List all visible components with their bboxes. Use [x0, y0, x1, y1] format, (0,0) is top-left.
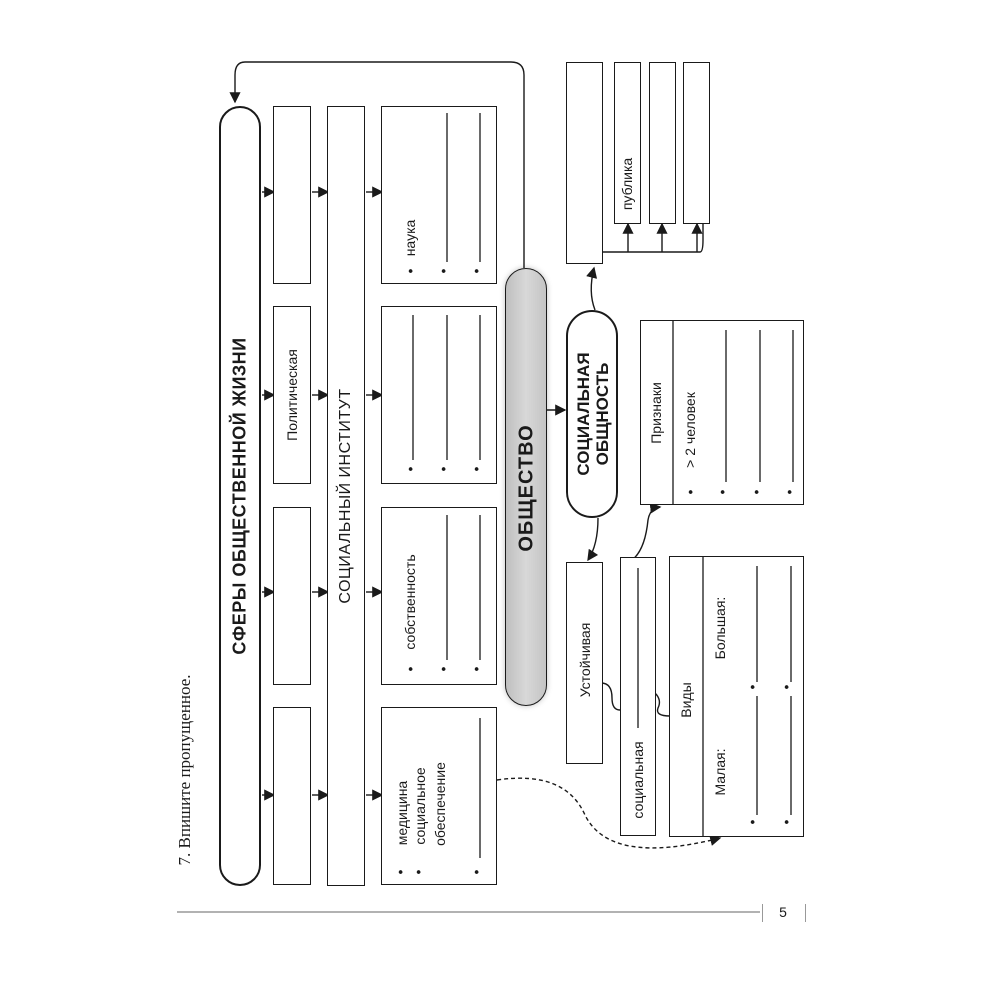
bullet: • [778, 819, 794, 825]
arrow-soc-vidy [654, 692, 671, 717]
page-number: 5 [779, 904, 787, 920]
sphere-box-4 [273, 707, 311, 885]
vidy-label: Виды [678, 682, 694, 718]
arrow-community-top [586, 266, 598, 311]
inst-box-2 [381, 306, 497, 484]
bullet: • [744, 684, 760, 690]
spheres-pill [219, 106, 261, 886]
loop-arrow [229, 61, 525, 268]
arrow-community-priznaki [631, 502, 662, 561]
bullet: • [744, 819, 760, 825]
type-box-2 [649, 62, 676, 224]
ustoichivaya-box [566, 562, 603, 764]
malaya-label: Малая: [712, 748, 728, 796]
type-box-3 [683, 62, 710, 224]
type-box-publika [614, 62, 641, 224]
society-pill [505, 268, 547, 706]
page-number-box [762, 904, 806, 922]
inst-box-medicina [381, 707, 497, 885]
fan-lines [603, 224, 704, 253]
sphere-box-1 [273, 106, 311, 284]
bolshaya-label: Большая: [712, 596, 728, 660]
sphere-box-political [273, 306, 311, 484]
sphere-box-3 [273, 507, 311, 685]
inst-box-nauka [381, 106, 497, 284]
institute-box [327, 106, 365, 886]
inst-box-sobstvennost [381, 507, 497, 685]
community-type-box [566, 62, 603, 264]
priznaki-box [640, 320, 804, 505]
vidy-box [669, 556, 804, 837]
arrow-community-ust [587, 517, 599, 562]
bullet: • [778, 684, 794, 690]
arrow-ust-soc [600, 682, 621, 711]
community-pill [566, 310, 618, 518]
